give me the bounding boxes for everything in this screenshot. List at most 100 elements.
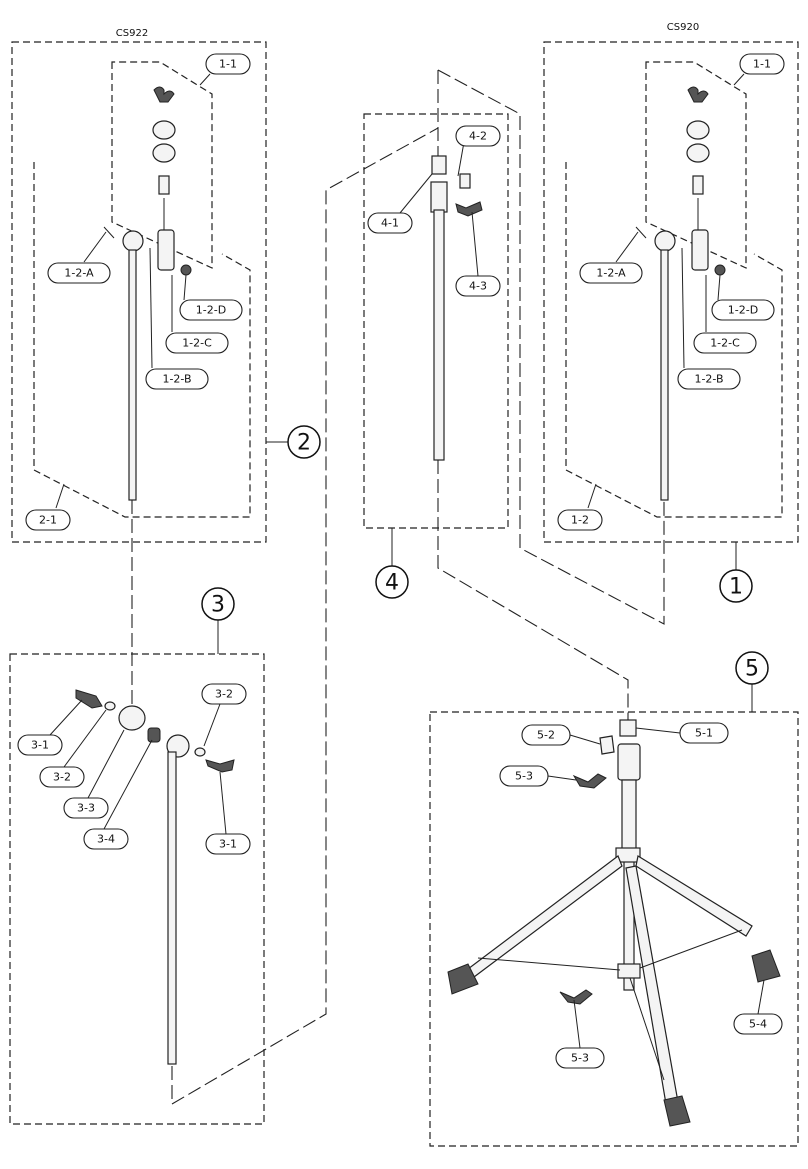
svg-text:3-2: 3-2 xyxy=(53,771,71,784)
assembly-1-group: 1-1 1-2-A 1-2-D 1-2-C 1-2-B 1-2 xyxy=(543,41,799,543)
svg-text:4: 4 xyxy=(385,571,399,596)
svg-text:1: 1 xyxy=(729,575,743,600)
leg-right-icon xyxy=(635,855,753,937)
tilter-gear-icon xyxy=(654,230,676,252)
felt-washer-icon xyxy=(686,120,710,140)
model-name-right: CS920 xyxy=(667,22,699,33)
assembly-4-box xyxy=(363,113,509,529)
svg-text:1-2-C: 1-2-C xyxy=(710,337,740,350)
wing-bolt-icon xyxy=(714,264,726,276)
subassembly-2-1-box xyxy=(33,162,251,518)
svg-text:1-2-C: 1-2-C xyxy=(182,337,212,350)
svg-text:5-3: 5-3 xyxy=(515,770,533,783)
label-2-1: 2-1 xyxy=(25,509,71,531)
svg-text:2-1: 2-1 xyxy=(39,514,57,527)
subassembly-1-1-box-right xyxy=(645,61,747,269)
felt-washer-icon xyxy=(152,120,176,140)
wing-nut-icon xyxy=(153,86,175,103)
label-1-2-C-left: 1-2-C xyxy=(165,332,229,354)
brace-icon xyxy=(477,957,621,971)
wing-nut-icon xyxy=(687,86,709,103)
svg-text:2: 2 xyxy=(297,431,311,456)
sleeve-icon xyxy=(692,175,704,195)
assembly-3-group: 3-1 3-2 3-3 3-4 3-2 3-1 xyxy=(9,653,265,1125)
label-3-1-right: 3-1 xyxy=(205,833,251,855)
svg-text:1-2-B: 1-2-B xyxy=(694,373,723,386)
svg-text:1-2-A: 1-2-A xyxy=(596,267,626,280)
brace-icon xyxy=(639,929,743,969)
label-1-2-A-right: 1-2-A xyxy=(579,262,643,284)
spring-icon xyxy=(147,727,161,743)
insert-icon xyxy=(619,719,637,737)
assembly-number-1: 1 xyxy=(719,569,753,603)
bolt-icon xyxy=(635,226,647,239)
label-1-2-A-left: 1-2-A xyxy=(47,262,111,284)
assembly-number-4: 4 xyxy=(375,565,409,599)
assembly-5-group: 5-2 5-1 5-3 5-3 5-4 xyxy=(429,711,799,1147)
sleeve-icon xyxy=(158,175,170,195)
clip-icon xyxy=(459,173,471,189)
washer-icon xyxy=(104,701,116,711)
label-5-2: 5-2 xyxy=(521,724,571,746)
label-1-2-D-right: 1-2-D xyxy=(711,299,775,321)
rubber-foot-icon xyxy=(447,963,479,995)
wing-bolt-icon xyxy=(180,264,192,276)
label-3-4: 3-4 xyxy=(83,828,129,850)
svg-text:3-1: 3-1 xyxy=(31,739,49,752)
svg-text:1-2-D: 1-2-D xyxy=(728,304,758,317)
tilter-gear-icon xyxy=(122,230,144,252)
label-1-2-D-left: 1-2-D xyxy=(179,299,243,321)
assembly-2-box xyxy=(11,41,267,543)
label-1-2: 1-2 xyxy=(557,509,603,531)
clip-icon xyxy=(599,735,615,755)
assembly-number-3: 3 xyxy=(201,587,235,621)
label-5-3-bottom: 5-3 xyxy=(555,1047,605,1069)
boom-arm-icon xyxy=(128,249,137,501)
assembly-2-group: 1-1 1-2-A 1-2-D 1-2-C 1-2-B 2-1 xyxy=(11,41,267,543)
label-5-4: 5-4 xyxy=(733,1013,783,1035)
subassembly-1-1-box-left xyxy=(111,61,213,269)
label-4-3: 4-3 xyxy=(455,275,501,297)
cross-arm-icon xyxy=(167,751,177,1065)
assembly-connector-lines xyxy=(131,69,665,1105)
svg-text:5-4: 5-4 xyxy=(749,1018,767,1031)
assembly-3-box xyxy=(9,653,265,1125)
svg-text:3-1: 3-1 xyxy=(219,838,237,851)
svg-text:5: 5 xyxy=(745,657,759,682)
svg-text:1-2-A: 1-2-A xyxy=(64,267,94,280)
svg-text:3-2: 3-2 xyxy=(215,688,233,701)
washer-icon xyxy=(194,747,206,757)
label-1-1-right: 1-1 xyxy=(739,53,785,75)
svg-text:1-2-D: 1-2-D xyxy=(196,304,226,317)
felt-washer-icon xyxy=(686,143,710,163)
label-3-2-right: 3-2 xyxy=(201,683,247,705)
svg-text:5-3: 5-3 xyxy=(571,1052,589,1065)
assembly-number-5: 5 xyxy=(735,651,769,685)
assembly-4-group: 4-2 4-1 4-3 xyxy=(363,113,509,529)
label-4-2: 4-2 xyxy=(455,125,501,147)
wing-bolt-icon xyxy=(572,773,607,789)
assembly-1-box xyxy=(543,41,799,543)
label-3-2-left: 3-2 xyxy=(39,766,85,788)
assembly-number-2: 2 xyxy=(287,425,321,459)
clamp-block-icon xyxy=(118,705,146,731)
model-name-left: CS922 xyxy=(116,28,148,39)
wing-bolt-icon xyxy=(455,201,483,217)
upper-tube-icon xyxy=(433,209,445,461)
svg-text:4-2: 4-2 xyxy=(469,130,487,143)
felt-washer-icon xyxy=(152,143,176,163)
subassembly-1-2-box xyxy=(565,162,783,518)
svg-text:1-1: 1-1 xyxy=(753,58,771,71)
boom-arm-icon xyxy=(660,249,669,501)
svg-text:5-2: 5-2 xyxy=(537,729,555,742)
label-1-2-B-right: 1-2-B xyxy=(677,368,741,390)
insert-icon xyxy=(431,155,447,175)
tilter-body-icon xyxy=(691,229,709,271)
wing-bolt-icon xyxy=(205,759,235,773)
bolt-icon xyxy=(103,226,115,239)
label-1-2-B-left: 1-2-B xyxy=(145,368,209,390)
wing-bolt-icon xyxy=(559,989,593,1005)
label-5-1: 5-1 xyxy=(679,722,729,744)
svg-text:5-1: 5-1 xyxy=(695,727,713,740)
